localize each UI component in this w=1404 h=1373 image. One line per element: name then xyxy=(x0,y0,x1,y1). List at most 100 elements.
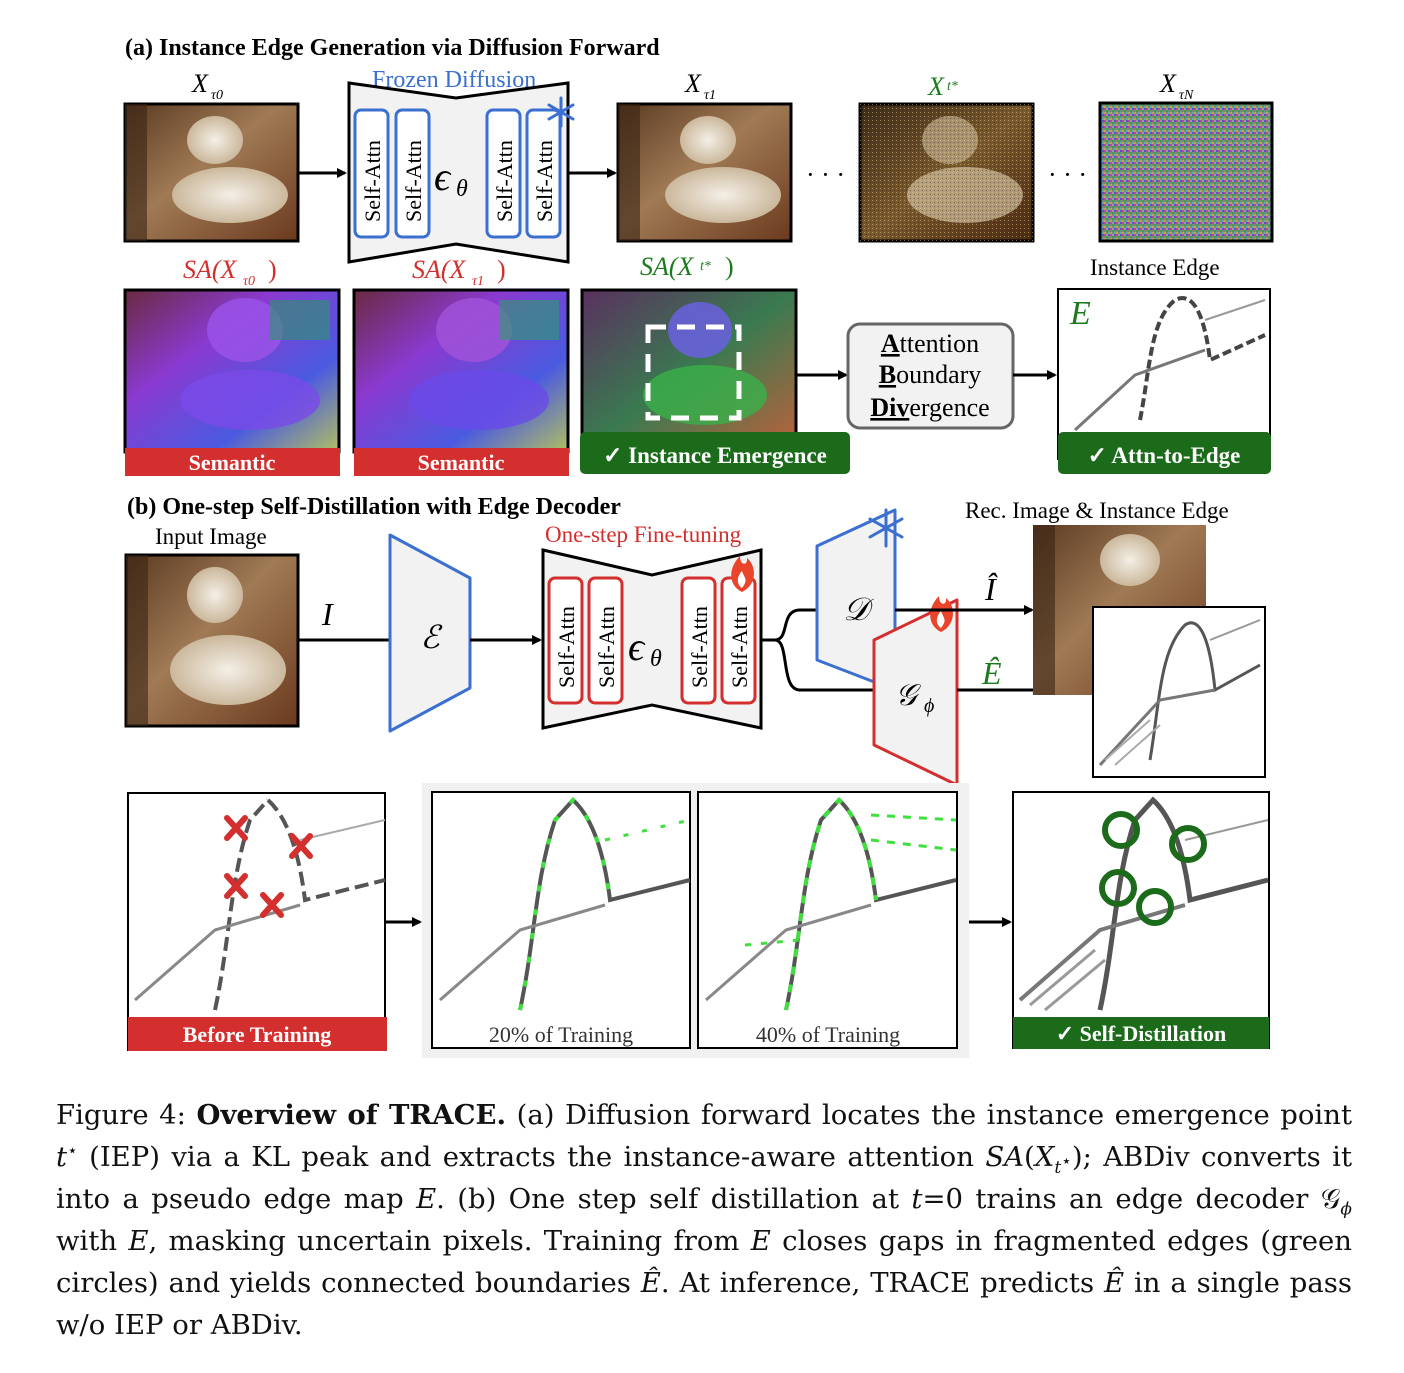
svg-text:Self-Attn: Self-Attn xyxy=(594,606,619,688)
svg-text:Self-Attn: Self-Attn xyxy=(727,606,752,688)
e-hat-symbol: Ê xyxy=(981,655,1002,691)
finetuned-unet: Self-Attn Self-Attn Self-Attn Self-Attn … xyxy=(541,548,763,730)
caption-text-3: ; ABDiv converts it into a pseudo edge m… xyxy=(56,1141,1353,1215)
ellipsis-2: · · · xyxy=(1048,160,1087,189)
svg-text:X: X xyxy=(927,72,945,101)
caption-text-7: , masking uncertain pixels. Training fro… xyxy=(148,1225,740,1257)
flame-icon xyxy=(731,556,754,592)
edge-20-percent: 20% of Training xyxy=(431,791,691,1049)
label-x-tau0: X τ0 xyxy=(191,69,223,103)
svg-text:Semantic: Semantic xyxy=(418,450,505,475)
caption-g: 𝒢 xyxy=(1320,1183,1341,1215)
svg-text:t*: t* xyxy=(947,79,958,94)
caption-t0: t xyxy=(911,1183,923,1215)
caption-e-1: E xyxy=(416,1183,437,1215)
caption-text-1: (a) Diffusion forward locates the instan… xyxy=(516,1099,1352,1131)
svg-text:Boundary: Boundary xyxy=(879,360,982,389)
svg-text:): ) xyxy=(725,252,734,281)
self-distillation-badge: ✓ Self-Distillation xyxy=(1013,1017,1269,1049)
before-training-badge: Before Training xyxy=(128,1017,387,1051)
image-x-tstar xyxy=(858,102,1035,243)
svg-text:E: E xyxy=(1069,295,1091,332)
svg-text:τ1: τ1 xyxy=(704,88,716,103)
label-x-taun: X τN xyxy=(1159,69,1194,103)
caption-e-3: E xyxy=(750,1225,771,1257)
label-x-tstar: X t* xyxy=(927,72,958,101)
svg-text:Self-Attn: Self-Attn xyxy=(492,140,517,222)
caption-text-5: =0 trains an edge decoder xyxy=(922,1183,1309,1215)
rec-edge-map xyxy=(1092,606,1266,778)
svg-text:t*: t* xyxy=(700,259,711,274)
caption-fig-label: Figure 4: xyxy=(56,1099,186,1131)
svg-text:): ) xyxy=(497,255,506,284)
svg-text:SA(X: SA(X xyxy=(412,255,467,284)
svg-text:θ: θ xyxy=(456,176,468,202)
svg-text:Self-Attn: Self-Attn xyxy=(687,606,712,688)
caption-sa-x: X xyxy=(1034,1141,1055,1173)
caption-ehat-1: Ê xyxy=(640,1267,661,1299)
semantic-badge-1: Semantic xyxy=(125,448,340,476)
svg-text:Before Training: Before Training xyxy=(183,1022,332,1047)
edge-self-distillation xyxy=(1012,791,1270,1049)
instance-edge-title: Instance Edge xyxy=(1090,255,1220,280)
i-hat-symbol: Î xyxy=(984,571,998,607)
edge-40-percent: 40% of Training xyxy=(697,791,958,1049)
section-a-title: (a) Instance Edge Generation via Diffusi… xyxy=(125,35,660,61)
caption-ehat-2: Ê xyxy=(1103,1267,1125,1299)
caption-sa: SA xyxy=(985,1141,1025,1173)
section-b-title: (b) One-step Self-Distillation with Edge… xyxy=(127,494,621,520)
semantic-badge-2: Semantic xyxy=(354,448,569,476)
svg-text:Self-Attn: Self-Attn xyxy=(554,606,579,688)
edge-map-e: E xyxy=(1057,288,1271,460)
svg-text:τ0: τ0 xyxy=(243,274,255,289)
flame-icon-edge-decoder xyxy=(930,596,953,632)
svg-text:40% of Training: 40% of Training xyxy=(756,1022,900,1047)
svg-text:): ) xyxy=(268,255,277,284)
trace-overview-figure: (a) Instance Edge Generation via Diffusi… xyxy=(123,35,1274,1058)
svg-text:✓ Self-Distillation: ✓ Self-Distillation xyxy=(1056,1021,1227,1046)
caption-title: Overview of TRACE. xyxy=(196,1099,507,1131)
svg-text:20% of Training: 20% of Training xyxy=(489,1022,633,1047)
label-sa-tau0: SA(X τ0 ) xyxy=(183,255,277,289)
image-x-taun-noise xyxy=(1098,101,1274,243)
label-sa-tstar: SA(X t* ) xyxy=(640,252,734,281)
svg-text:Self-Attn: Self-Attn xyxy=(401,140,426,222)
svg-text:SA(X: SA(X xyxy=(640,252,695,281)
svg-text:θ: θ xyxy=(650,646,662,672)
sa-map-tstar xyxy=(580,288,798,454)
svg-text:X: X xyxy=(191,69,209,98)
svg-text:✓ Instance Emergence: ✓ Instance Emergence xyxy=(603,443,827,468)
snowflake-icon xyxy=(547,96,575,128)
svg-text:Self-Attn: Self-Attn xyxy=(360,140,385,222)
caption-e-2: E xyxy=(128,1225,149,1257)
frozen-unet: Self-Attn Self-Attn Self-Attn Self-Attn … xyxy=(347,81,570,264)
svg-text:X: X xyxy=(684,69,702,98)
caption-text-4: . (b) One step self distillation at xyxy=(436,1183,900,1215)
svg-text:τ0: τ0 xyxy=(211,88,223,103)
missing-edge-x-markers xyxy=(224,815,313,918)
caption-text-9: . At inference, TRACE predicts xyxy=(660,1267,1095,1299)
connected-gap-circles xyxy=(1099,811,1207,926)
figure-caption: Figure 4: Overview of TRACE. (a) Diffusi… xyxy=(56,1099,1353,1341)
snowflake-icon-decoder xyxy=(868,508,904,548)
svg-text:τ1: τ1 xyxy=(472,274,484,289)
input-image-label: Input Image xyxy=(155,524,267,549)
caption-t-star: t xyxy=(56,1141,68,1173)
caption-text-10: in a single pass w/o IEP or ABDiv. xyxy=(56,1267,1353,1341)
svg-text:τN: τN xyxy=(1179,88,1194,103)
svg-text:Attention: Attention xyxy=(881,329,979,358)
svg-text:Divergence: Divergence xyxy=(870,393,989,422)
svg-text:ϵ: ϵ xyxy=(434,154,452,199)
abdiv-box: Attention Boundary Divergence xyxy=(846,322,1015,430)
attn-to-edge-badge: ✓ Attn-to-Edge xyxy=(1058,432,1271,474)
caption-text-6: with xyxy=(56,1225,118,1257)
input-i-symbol: I xyxy=(321,596,334,632)
rec-label: Rec. Image & Instance Edge xyxy=(965,498,1229,523)
label-x-tau1: X τ1 xyxy=(684,69,716,103)
edge-before-training xyxy=(127,792,386,1051)
branch-to-decoders xyxy=(761,608,878,692)
caption-text-8: closes gaps in fragmented edges (green c… xyxy=(56,1225,1352,1299)
sa-map-tau0 xyxy=(123,288,341,454)
instance-emergence-badge: ✓ Instance Emergence xyxy=(580,432,850,474)
caption-text-2: (IEP) via a KL peak and extracts the ins… xyxy=(89,1141,974,1173)
